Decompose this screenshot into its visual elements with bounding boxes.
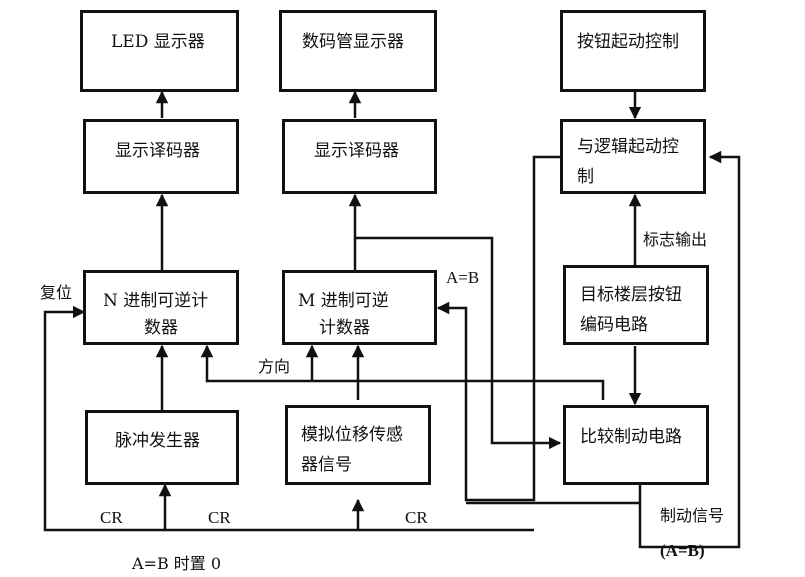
led-display-block: LED 显示器 xyxy=(80,10,239,92)
compare-brake-circuit-label: 比较制动电路 xyxy=(580,427,682,447)
cr-label-3: CR xyxy=(405,508,428,527)
compare-brake-circuit-block: 比较制动电路 xyxy=(563,405,709,485)
and-logic-start-control-label-line2: 制 xyxy=(577,167,594,187)
wire-brake-feedback xyxy=(638,150,741,549)
a-eq-b-label: A=B xyxy=(446,268,480,287)
target-floor-encoder-block: 目标楼层按钮 编码电路 xyxy=(563,265,709,345)
button-start-control-block: 按钮起动控制 xyxy=(560,10,706,92)
reset-label: 复位 xyxy=(40,283,73,302)
cr-label-1: CR xyxy=(100,508,123,527)
pulse-generator-block: 脉冲发生器 xyxy=(85,410,239,485)
sensor-label-line2: 器信号 xyxy=(301,455,352,475)
wire-direction xyxy=(200,344,605,400)
wire-cr-bus xyxy=(43,305,534,532)
sensor-block: 模拟位移传感 器信号 xyxy=(285,405,431,485)
n-counter-label-line2: 数器 xyxy=(144,318,178,338)
m-counter-label-line2: 计数器 xyxy=(319,318,370,338)
button-start-control-label: 按钮起动控制 xyxy=(577,32,679,52)
target-floor-encoder-label-line2: 编码电路 xyxy=(580,315,648,335)
and-logic-start-control-block: 与逻辑起动控 制 xyxy=(560,119,706,194)
flag-output-label: 标志输出 xyxy=(643,230,708,249)
cr-label-2: CR xyxy=(208,508,231,527)
brake-signal-label: 制动信号 xyxy=(660,506,725,525)
digital-tube-display-block: 数码管显示器 xyxy=(279,10,437,92)
wire-mcounter-to-compare xyxy=(355,236,562,450)
target-floor-encoder-label-line1: 目标楼层按钮 xyxy=(580,285,682,305)
pulse-generator-label: 脉冲发生器 xyxy=(115,431,200,451)
digital-tube-display-label: 数码管显示器 xyxy=(302,32,404,52)
reset-note-label: A=B 时置 0 xyxy=(132,554,222,573)
display-decoder-mid-label: 显示译码器 xyxy=(314,141,399,161)
m-counter-label-line1: M 进制可逆 xyxy=(298,291,389,311)
wire-and-to-mcounter xyxy=(436,155,560,502)
display-decoder-mid-block: 显示译码器 xyxy=(282,119,437,194)
display-decoder-left-label: 显示译码器 xyxy=(115,141,200,161)
n-counter-label-line1: N 进制可逆计 xyxy=(103,291,209,311)
led-display-label: LED 显示器 xyxy=(111,32,205,52)
n-counter-block: N 进制可逆计 数器 xyxy=(83,270,239,345)
brake-condition-label: (A=B) xyxy=(660,541,705,560)
m-counter-block: M 进制可逆 计数器 xyxy=(282,270,437,345)
direction-label: 方向 xyxy=(258,357,291,376)
and-logic-start-control-label-line1: 与逻辑起动控 xyxy=(577,137,679,157)
display-decoder-left-block: 显示译码器 xyxy=(83,119,239,194)
sensor-label-line1: 模拟位移传感 xyxy=(301,425,403,445)
